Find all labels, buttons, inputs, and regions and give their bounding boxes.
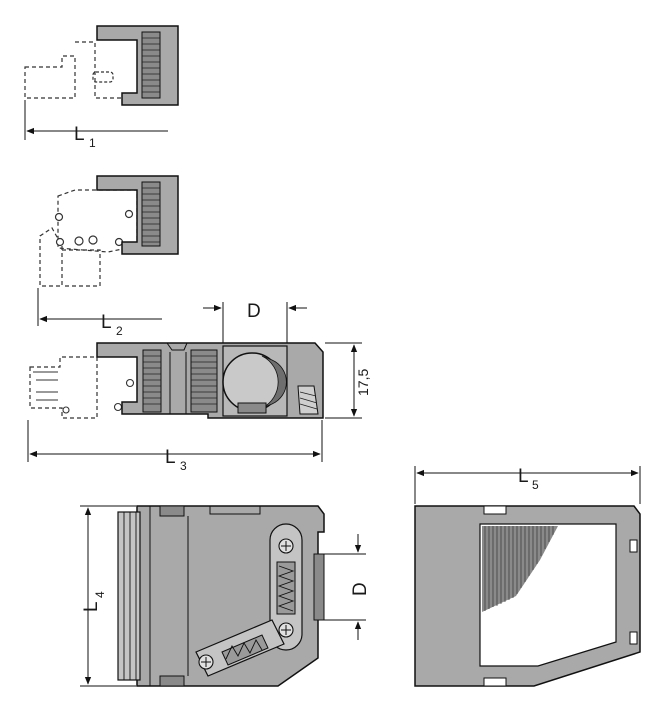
view-1-grip — [141, 31, 161, 99]
view-2-dashed-latch — [39, 227, 63, 287]
view-4-top-tab — [159, 505, 185, 517]
view-3-gland-base — [237, 402, 267, 414]
view-2-housing — [96, 175, 179, 255]
view-4-connector: L 4 D — [80, 505, 371, 687]
view-2-dashed-pins — [62, 249, 101, 287]
view-4-side-slot — [313, 553, 325, 621]
l5-subscript: 5 — [532, 478, 539, 492]
view-1-grip-lines — [142, 37, 160, 93]
view-2-grip-lines — [142, 187, 160, 243]
d-top-label: D — [247, 301, 261, 322]
l3-label: L — [165, 447, 176, 468]
l1-label: L — [74, 124, 85, 145]
view-4-front-ribs — [123, 512, 137, 680]
view-3-divider — [166, 342, 188, 414]
l2-subscript: 2 — [116, 324, 123, 338]
view-3-grip-2 — [190, 349, 218, 413]
view-3-strain-lines — [299, 391, 318, 410]
view-3-grip-1-lines — [143, 355, 161, 405]
view-4-screw-diagonal-slot — [201, 657, 211, 667]
view-1-dashed-plug — [24, 55, 76, 99]
view-3-plug-details — [33, 371, 135, 414]
height-label: 17,5 — [355, 369, 371, 396]
l5-label: L — [518, 466, 529, 487]
view-1-dashed-body — [75, 41, 125, 99]
view-4-screw-bottom-slot — [281, 625, 291, 635]
view-3-dashed-plug — [29, 356, 98, 419]
view-5-top-notch — [483, 505, 507, 515]
view-5-cable-fan-lines — [484, 526, 554, 611]
l3-subscript: 3 — [180, 459, 187, 473]
view-5-clip-top — [629, 539, 638, 553]
l4-subscript: 4 — [93, 591, 107, 598]
view-3-gland-shadow — [261, 355, 287, 409]
view-4-bottom-tab — [159, 675, 185, 687]
l2-label: L — [101, 312, 112, 333]
view-5-clip-bottom — [629, 631, 638, 645]
view-2-connector: L 2 — [37, 175, 179, 338]
view-5-bottom-notch — [483, 677, 507, 687]
view-4-front-plate — [117, 511, 141, 681]
view-1-connector: L 1 — [24, 25, 179, 150]
view-4-top-step — [209, 506, 261, 515]
view-1-dashed-latch — [92, 71, 114, 83]
view-4-diagonal-spring — [221, 634, 269, 666]
view-2-holes — [54, 209, 134, 247]
view-3-grip-2-lines — [191, 355, 217, 405]
l1-subscript: 1 — [89, 136, 96, 150]
view-4-screw-top-slot — [281, 541, 291, 551]
view-3-grip-1 — [142, 349, 162, 413]
view-3-connector: D — [27, 301, 371, 473]
l4-label: L — [81, 601, 102, 612]
d-side-label: D — [350, 582, 371, 596]
view-4-clamp-zigzag — [277, 565, 295, 612]
view-1-housing — [96, 25, 179, 106]
view-5-connector: L 5 — [414, 466, 641, 687]
view-4-diagonal-zigzag — [225, 639, 263, 660]
